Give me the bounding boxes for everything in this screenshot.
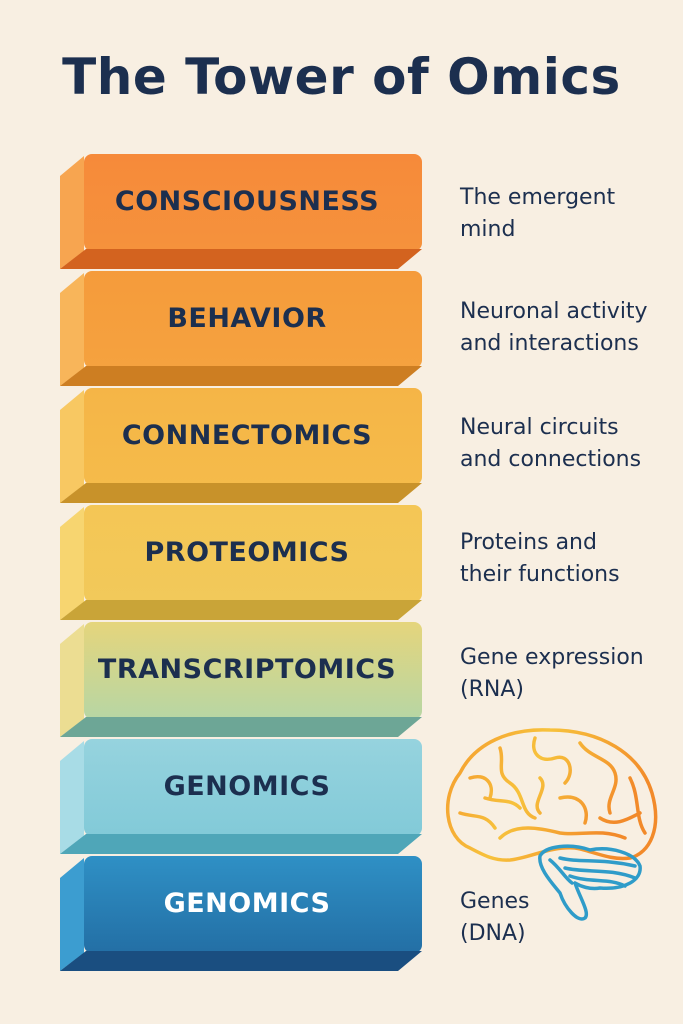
block-front-face	[84, 622, 422, 719]
tower-level-label: GENOMICS	[163, 771, 331, 802]
block-side-face	[60, 156, 84, 269]
block-bottom-face	[60, 951, 422, 971]
block-bottom-face	[60, 366, 422, 386]
block-side-face	[60, 273, 84, 386]
tower-level-description: Gene expression (RNA)	[460, 645, 644, 702]
tower-level-description: Genes (DNA)	[460, 889, 530, 946]
block-front-face	[84, 856, 422, 953]
block-bottom-face	[60, 834, 422, 854]
block-side-face	[60, 858, 84, 971]
block-side-face	[60, 507, 84, 620]
block-side-face	[60, 390, 84, 503]
block-bottom-face	[60, 483, 422, 503]
tower-level-description: Neural circuits and connections	[460, 415, 642, 472]
block-side-face	[60, 624, 84, 737]
tower-block	[60, 271, 422, 386]
tower-level-label: TRANSCRIPTOMICS	[97, 654, 397, 685]
tower-block	[60, 856, 422, 971]
block-front-face	[84, 739, 422, 836]
tower-block	[60, 388, 422, 503]
tower-level-label: PROTEOMICS	[144, 537, 350, 568]
tower-level-description: Proteins and their functions	[460, 530, 620, 587]
tower-level-description: Neuronal activity and interactions	[460, 299, 648, 356]
block-bottom-face	[60, 249, 422, 269]
block-bottom-face	[60, 600, 422, 620]
block-front-face	[84, 388, 422, 485]
tower-level-label: CONSCIOUSNESS	[114, 186, 380, 217]
block-bottom-face	[60, 717, 422, 737]
tower-level-label: CONNECTOMICS	[121, 420, 373, 451]
tower-block	[60, 622, 422, 737]
tower-level-label: GENOMICS	[163, 888, 331, 919]
tower-block	[60, 739, 422, 854]
tower-level-label: BEHAVIOR	[167, 303, 327, 334]
block-front-face	[84, 505, 422, 602]
block-side-face	[60, 741, 84, 854]
tower-block	[60, 505, 422, 620]
tower-level-description: The emergent mind	[460, 185, 616, 242]
brain-icon	[445, 728, 658, 921]
block-front-face	[84, 271, 422, 368]
tower-block	[60, 154, 422, 269]
block-front-face	[84, 154, 422, 251]
page-title: The Tower of Omics	[62, 48, 621, 106]
